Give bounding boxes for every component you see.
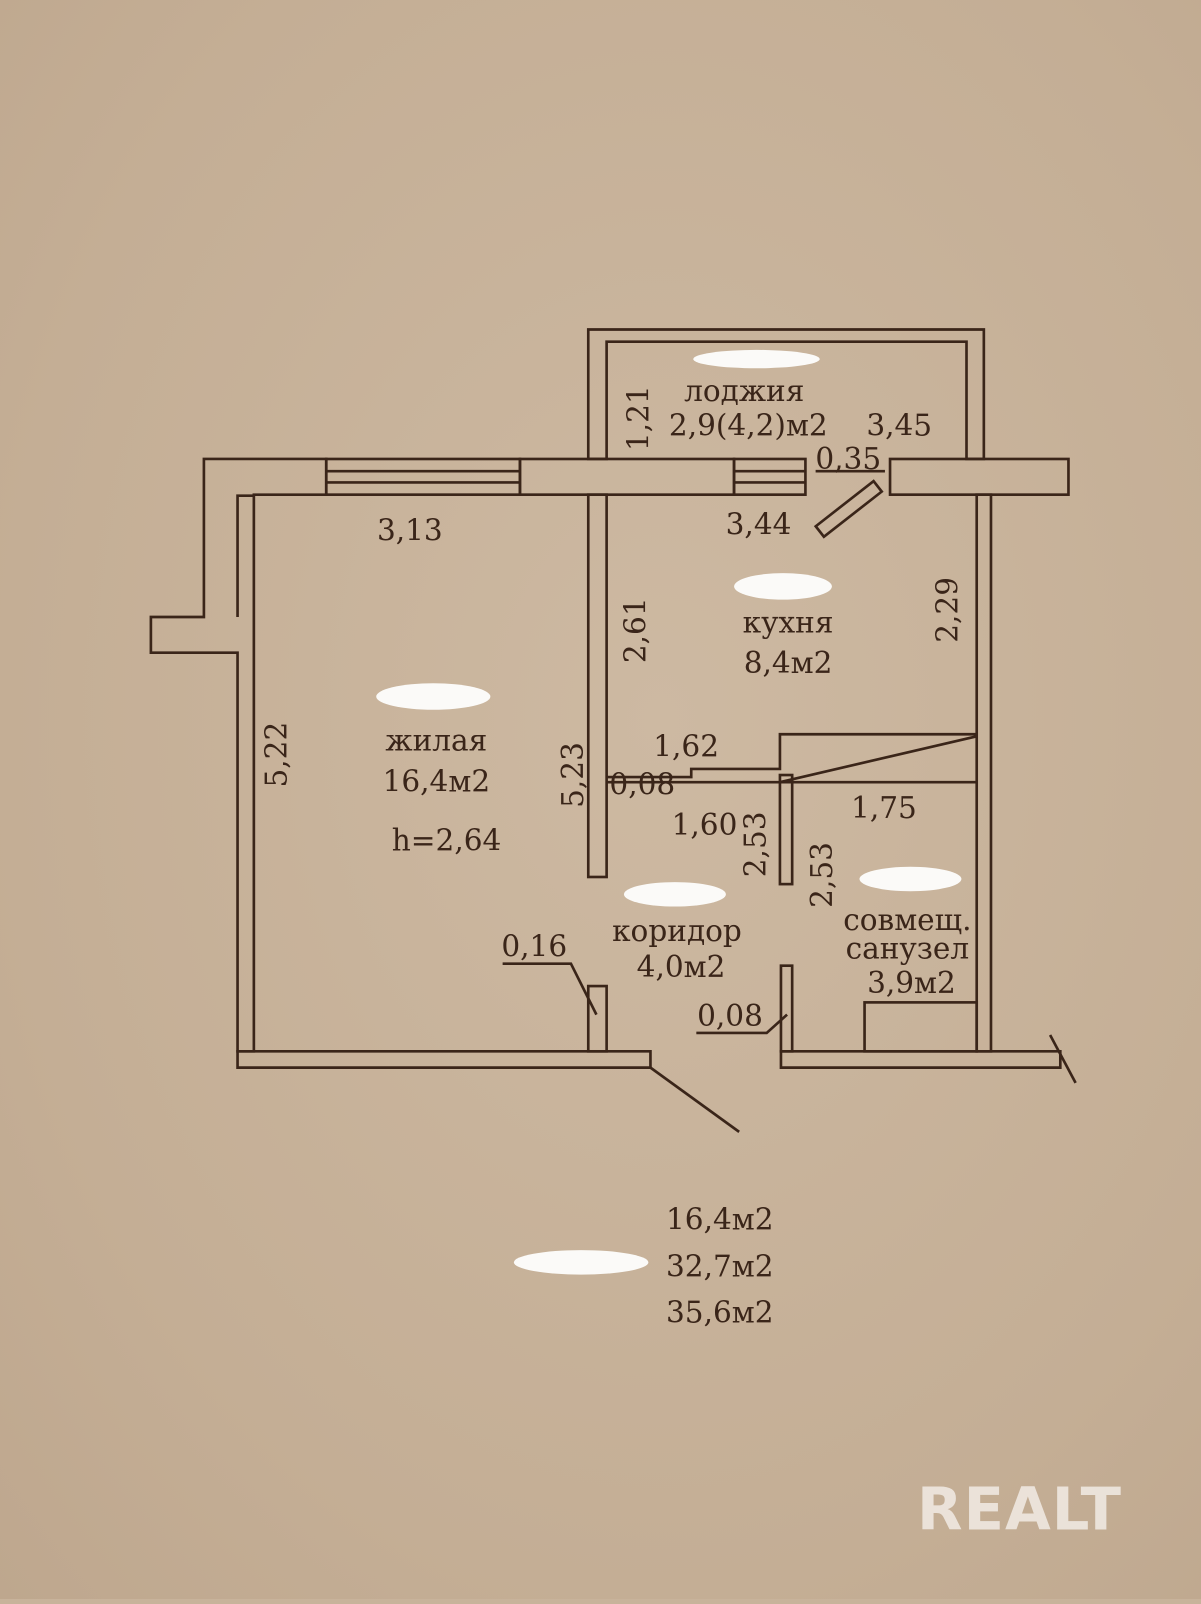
corridor-area: 4,0м2 [637,950,726,984]
dim-bath-width: 1,75 [851,791,917,825]
dim-loggia-width: 3,45 [866,409,932,443]
dim-living-width: 3,13 [377,514,443,548]
dim-partition-thickness: 0,08 [609,767,675,801]
dim-partition-top: 1,62 [653,730,719,764]
living-name: жилая [385,724,487,758]
dim-corridor-length: 2,53 [739,811,773,877]
loggia-area: 2,9(4,2)м2 [669,409,828,443]
dim-corridor-width: 1,60 [672,808,738,842]
dim-bath-length: 2,53 [805,842,839,908]
dim-loggia-depth: 1,21 [621,385,655,451]
door-stub-right [779,964,794,1053]
corridor-name: коридор [612,914,742,948]
bathroom-area: 3,9м2 [867,966,956,1000]
total-living: 16,4м2 [666,1203,774,1237]
living-area: 16,4м2 [383,764,491,798]
dim-door-stub-right: 0,08 [697,999,763,1033]
wall-top-right [888,457,1070,496]
wall-kitchen-bath [606,732,977,779]
redactions [376,349,962,1275]
realt-watermark-logo: REALT [917,1474,1122,1543]
dim-living-left: 5,22 [259,722,293,788]
dim-kitchen-right: 2,29 [930,577,964,643]
door-stub-left [586,984,608,1053]
area-totals: 16,4м2 32,7м2 35,6м2 [666,1203,774,1330]
dim-kitchen-left: 2,61 [618,597,652,663]
total-general: 32,7м2 [666,1250,774,1284]
loggia-name: лоджия [684,374,804,408]
bath-fixture [863,1001,979,1053]
dimension-labels: 1,21 3,45 0,35 3,13 3,44 2,61 2,29 5,22 … [259,385,964,1033]
wall-top-middle [518,457,736,496]
entrance-door [649,1066,740,1133]
dim-kitchen-width: 3,44 [726,507,792,541]
window-living [324,457,522,496]
wall-corridor-bath [778,773,794,886]
living-height: h=2,64 [392,823,502,857]
loggia-walls [586,328,986,461]
walls [149,328,1077,1133]
kitchen-area: 8,4м2 [744,646,833,680]
wall-right [975,493,993,1053]
total-with-loggia: 35,6м2 [666,1296,774,1330]
dim-window-offset: 0,35 [815,442,881,476]
dim-living-right: 5,23 [556,742,590,808]
wall-bottom-right [779,1049,1062,1069]
room-labels: лоджия 2,9(4,2)м2 кухня 8,4м2 жилая 16,4… [383,374,972,1000]
kitchen-name: кухня [743,605,834,639]
wall-partition-living [586,493,608,879]
bathroom-name-1: совмещ. [843,903,971,937]
window-kitchen [732,457,807,496]
wall-bottom-left [236,1049,652,1069]
dim-door-stub-left: 0,16 [501,930,567,964]
balcony-door [813,479,884,539]
bathroom-name-2: санузел [846,932,970,966]
